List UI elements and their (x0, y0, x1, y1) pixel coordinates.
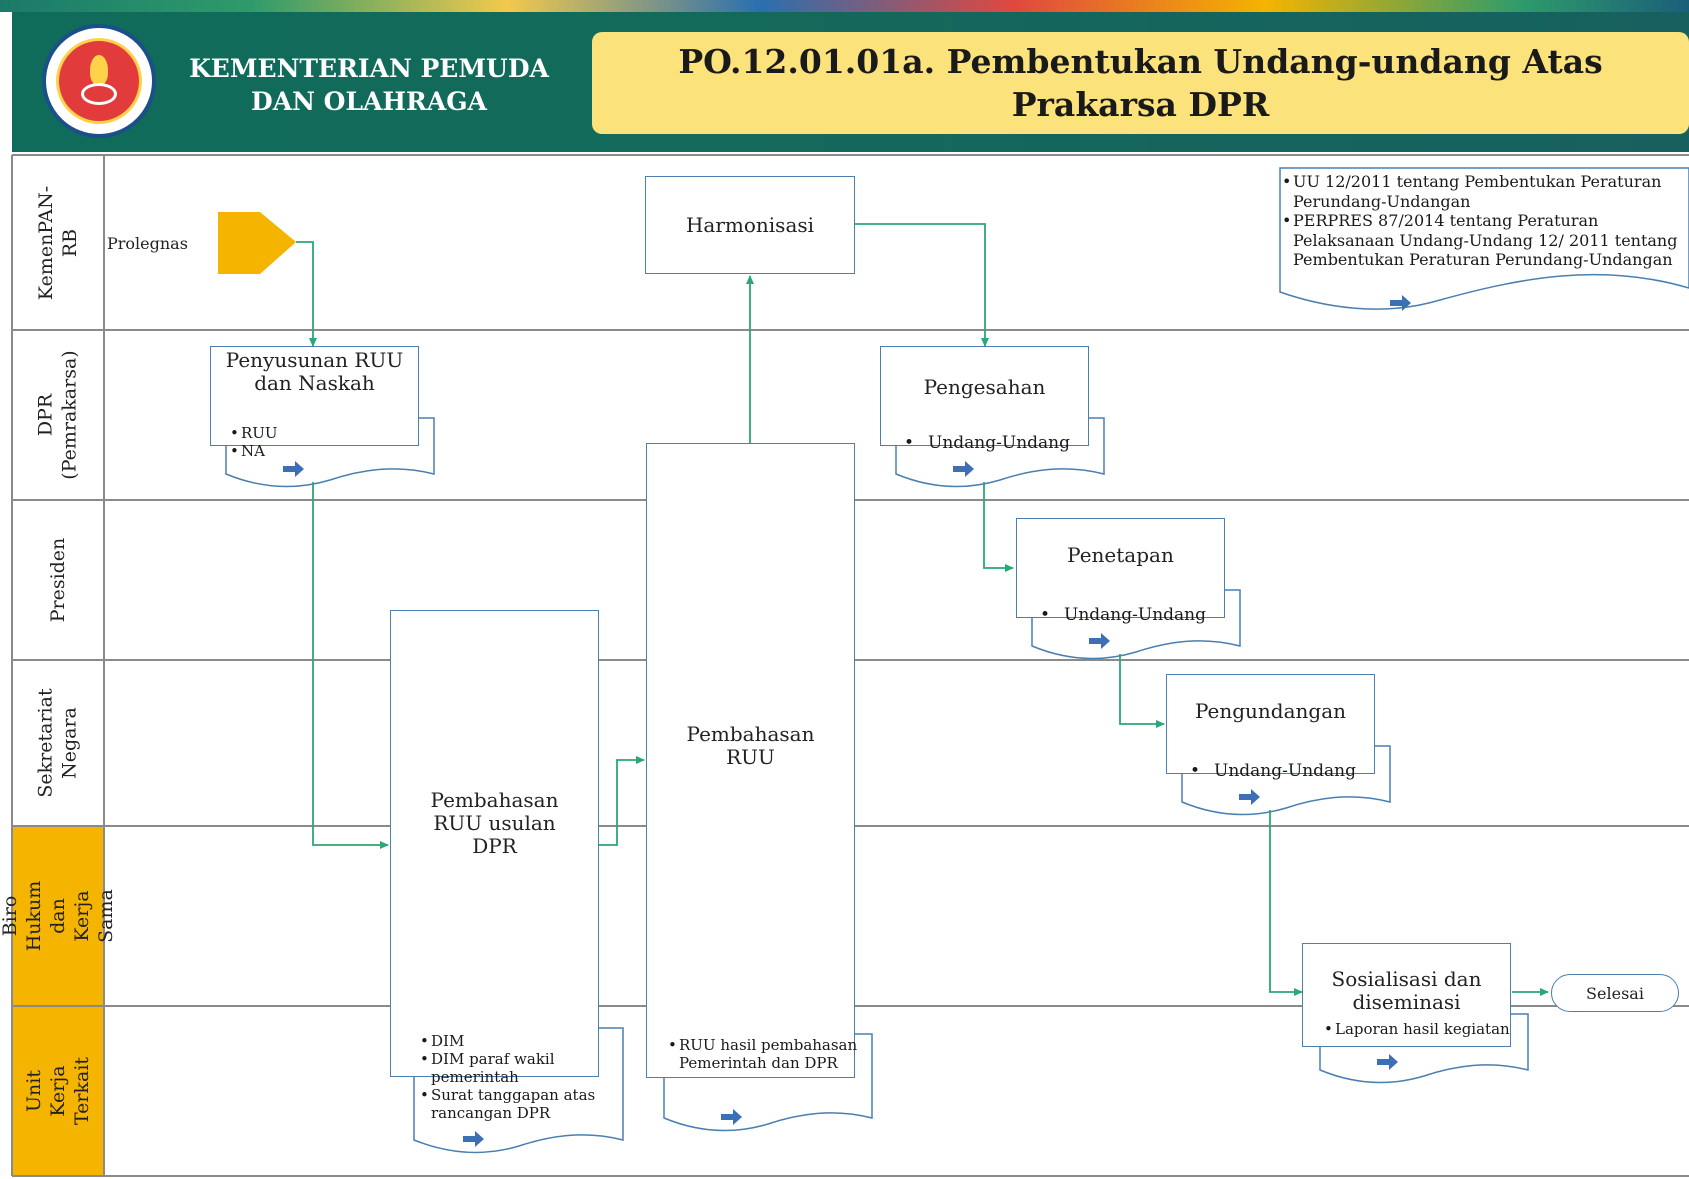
start-prolegnas-shape (218, 212, 296, 274)
lane-header-bg-unit-kerja (12, 1006, 104, 1176)
process-harmonisasi: Harmonisasi (645, 176, 855, 274)
doc-sosialisasi-item-1: Laporan hasil kegiatan (1324, 1020, 1524, 1038)
doc-usulan-item-3: Surat tanggapan atas rancangan DPR (420, 1086, 620, 1122)
process-pengesahan: Pengesahan (880, 346, 1089, 446)
lane-label-biro-hukum: Biro Hukum dan Kerja Sama (0, 880, 117, 952)
lane-label-dpr: DPR (Pemrakarsa) (35, 350, 81, 480)
doc-usulan-item-1: DIM (420, 1032, 620, 1050)
ministry-logo (42, 24, 156, 138)
org-line-2: DAN OLAHRAGA (251, 87, 487, 116)
doc-pembahasan-item-1: RUU hasil pembahasan Pemerintah dan DPR (668, 1036, 868, 1072)
doc-legal-basis: UU 12/2011 tentang Pembentukan Peraturan… (1282, 172, 1687, 270)
doc-usulan-output: DIM DIM paraf wakil pemerintah Surat tan… (420, 1032, 620, 1122)
doc-usulan-item-2: DIM paraf wakil pemerintah (420, 1050, 620, 1086)
header-banner: KEMENTERIAN PEMUDA DAN OLAHRAGA PO.12.01… (12, 12, 1689, 152)
title-box: PO.12.01.01a. Pembentukan Undang-undang … (592, 32, 1689, 134)
document-arrow-icons (283, 295, 1411, 1147)
doc-pengesahan-item-1: Undang-Undang (898, 433, 1102, 453)
doc-penyusunan-output: RUU NA (230, 424, 420, 460)
doc-pengundangan-output: Undang-Undang (1184, 761, 1388, 781)
title-line-1: PO.12.01.01a. Pembentukan Undang-undang … (678, 42, 1603, 81)
lane-label-unit-kerja: Unit Kerja Terkait (23, 1056, 93, 1126)
process-penetapan: Penetapan (1016, 518, 1225, 618)
end-terminal-selesai: Selesai (1551, 974, 1679, 1012)
lane-header-bg-biro-hukum (12, 826, 104, 1006)
doc-penyusunan-item-2: NA (230, 442, 420, 460)
process-pembahasan-ruu: Pembahasan RUU (646, 443, 855, 1078)
lane-label-kemenpan-rb: KemenPAN-RB (35, 185, 82, 300)
start-label-prolegnas: Prolegnas (107, 234, 188, 253)
organization-name: KEMENTERIAN PEMUDA DAN OLAHRAGA (174, 52, 564, 118)
process-pengundangan: Pengundangan (1166, 674, 1375, 774)
doc-pengesahan-output: Undang-Undang (898, 433, 1102, 453)
doc-pengundangan-item-1: Undang-Undang (1184, 761, 1388, 781)
doc-penyusunan-item-1: RUU (230, 424, 420, 442)
lane-label-presiden: Presiden (47, 537, 69, 623)
doc-penetapan-item-1: Undang-Undang (1034, 605, 1238, 625)
title-line-2: Prakarsa DPR (1011, 85, 1270, 124)
flow-connectors (296, 223, 1549, 996)
doc-pembahasan-output: RUU hasil pembahasan Pemerintah dan DPR (668, 1036, 868, 1072)
top-decorative-stripe (0, 0, 1689, 12)
doc-legal-basis-item-2: PERPRES 87/2014 tentang Peraturan Pelaks… (1282, 211, 1687, 270)
lane-label-sekretariat-negara: Sekretariat Negara (35, 688, 81, 798)
process-pembahasan-usulan: Pembahasan RUU usulan DPR (390, 610, 599, 1077)
org-line-1: KEMENTERIAN PEMUDA (189, 54, 549, 83)
doc-legal-basis-item-1: UU 12/2011 tentang Pembentukan Peraturan… (1282, 172, 1687, 211)
page-title: PO.12.01.01a. Pembentukan Undang-undang … (661, 40, 1621, 126)
doc-penetapan-output: Undang-Undang (1034, 605, 1238, 625)
doc-sosialisasi-output: Laporan hasil kegiatan (1324, 1020, 1524, 1038)
